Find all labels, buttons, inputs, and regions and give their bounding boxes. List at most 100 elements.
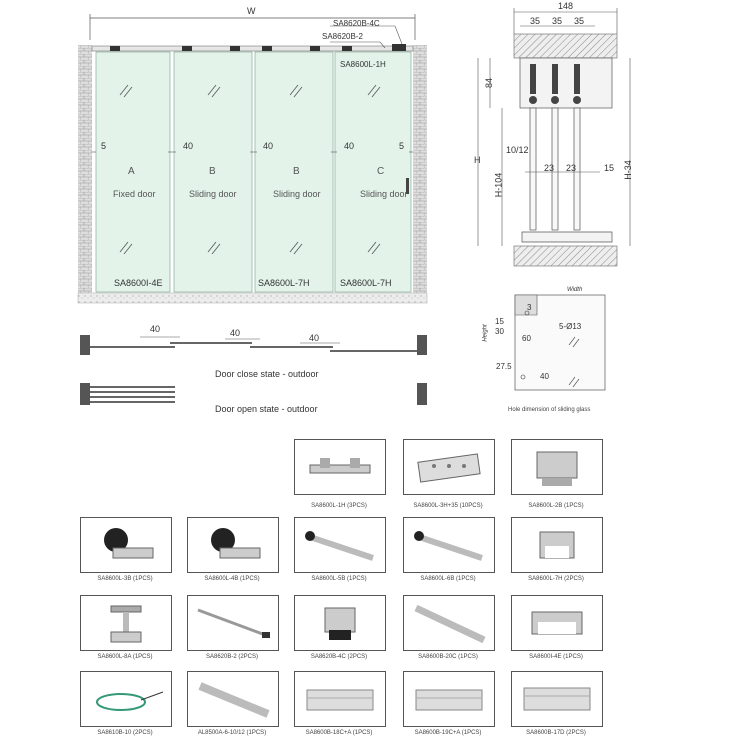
section-gap-3: 15	[604, 163, 615, 173]
panel-b1-letter: B	[209, 166, 216, 177]
panel-b2-type: Sliding door	[273, 189, 321, 199]
gap-left: 5	[101, 141, 107, 151]
section-header-height: 84	[484, 77, 495, 89]
part-caption: SA8600L-1H (3PCS)	[311, 503, 367, 509]
hole-dim-15: 15	[495, 317, 504, 326]
part-card	[294, 439, 386, 495]
part-caption: SA8600L-5B (1PCS)	[311, 576, 367, 582]
section-view: 148 35 35 35 84 H H-104 H-34 10/12 23 23…	[470, 0, 750, 280]
hole-detail: Width Height 3 15 30 60 27.5 40 5-Ø13 Ho…	[482, 285, 615, 420]
panel-a-type: Fixed door	[113, 189, 156, 199]
ceiling-block	[513, 33, 618, 59]
glass-panel-c	[334, 51, 412, 293]
panel-c-type: Sliding door	[360, 189, 408, 199]
panel-a-part: SA8600I-4E	[114, 278, 163, 288]
section-h-104: H-104	[493, 172, 504, 198]
section-spacing-3: 35	[574, 16, 585, 26]
glass-panel-b1	[173, 51, 253, 293]
front-view-drawing	[77, 14, 428, 304]
part-card	[294, 671, 386, 727]
section-spacing-1: 35	[530, 16, 541, 26]
part-caption: SA8600L-2B (1PCS)	[528, 503, 584, 509]
hole-dim-3: 3	[527, 303, 532, 312]
part-card	[187, 517, 279, 573]
panel-c-part: SA8600L-7H	[340, 278, 392, 288]
part-caption: SA8600L-7H (2PCS)	[528, 576, 584, 582]
hole-dim-27-5: 27.5	[496, 362, 512, 371]
part-caption: SA8600L-3H+35 (10PCS)	[413, 503, 483, 509]
part-card	[511, 671, 603, 727]
part-caption: AL8500A-6-10/12 (1PCS)	[197, 730, 267, 736]
floor	[77, 292, 428, 304]
part-caption: SA8600L-8A (1PCS)	[97, 654, 153, 660]
panel-b1-type: Sliding door	[189, 189, 237, 199]
part-card	[403, 439, 495, 495]
hole-detail-drawing	[514, 294, 606, 391]
part-caption: SA8600L-6B (1PCS)	[420, 576, 476, 582]
part-card	[511, 439, 603, 495]
section-h-34: H-34	[622, 160, 633, 180]
section-gap-2: 23	[566, 163, 577, 173]
panel-c-letter: C	[377, 166, 385, 177]
part-caption: SA8600B-19C+A (1PCS)	[414, 730, 482, 736]
hole-height: Height	[482, 324, 489, 342]
parts-grid: SA8600L-1H (3PCS) SA8600L-3H+35 (10PCS) …	[0, 430, 750, 750]
part-card	[187, 671, 279, 727]
track-label: SA8600L-1H	[340, 60, 386, 69]
hole-dim-60: 60	[522, 334, 531, 343]
glass-panel-a	[95, 51, 171, 293]
right-wall	[413, 45, 427, 303]
part-card	[511, 595, 603, 651]
section-gap-1: 23	[544, 163, 555, 173]
hole-width: Width	[567, 287, 583, 293]
plan-gap-2: 40	[230, 328, 241, 338]
part-caption: SA8600B-20C (1PCS)	[418, 654, 478, 660]
hole-dim-40: 40	[540, 372, 549, 381]
part-card	[294, 517, 386, 573]
part-caption: SA8600I-4E (1PCS)	[529, 654, 583, 660]
floor-block	[513, 245, 618, 267]
plan-closed-drawing	[80, 335, 427, 405]
part-card	[403, 671, 495, 727]
hole-count: 5-Ø13	[559, 322, 582, 331]
plan-gap-1: 40	[150, 324, 161, 334]
gap-ab: 40	[183, 141, 194, 151]
top-label-bar: SA8620B-2	[322, 32, 363, 41]
top-label-stopper: SA8620B-4C	[333, 19, 380, 28]
door-handle	[406, 178, 409, 194]
glass-panel-b2	[254, 51, 334, 293]
panel-a-letter: A	[128, 166, 135, 177]
part-card	[403, 517, 495, 573]
hole-caption: Hole dimension of sliding glass	[508, 407, 591, 413]
section-drawing	[477, 8, 631, 267]
plan-views: 40 40 40 Door close state - outdoor Door…	[0, 315, 440, 420]
plan-closed-label: Door close state - outdoor	[215, 369, 319, 379]
section-spacing-2: 35	[552, 16, 563, 26]
part-caption: SA8600L-4B (1PCS)	[204, 576, 260, 582]
panel-b2-part: SA8600L-7H	[258, 278, 310, 288]
part-caption: SA8620B-2 (2PCS)	[205, 654, 259, 660]
part-caption: SA8600L-3B (1PCS)	[97, 576, 153, 582]
part-caption: SA8620B-4C (2PCS)	[310, 654, 368, 660]
part-card	[511, 517, 603, 573]
panel-b2-letter: B	[293, 166, 300, 177]
left-wall	[78, 45, 92, 303]
part-card	[403, 595, 495, 651]
front-view: W SA8620B-4C SA8620B-2 SA8600L-1H 5 40 4…	[0, 0, 440, 310]
gap-right: 5	[399, 141, 405, 151]
gap-bc: 40	[344, 141, 355, 151]
part-caption: SA8600B-17D (2PCS)	[526, 730, 586, 736]
part-caption: SA8610B-10 (2PCS)	[97, 730, 153, 736]
plan-open-label: Door open state - outdoor	[215, 404, 318, 414]
section-total: 148	[558, 1, 574, 11]
section-height: H	[474, 155, 481, 165]
section-glass: 10/12	[506, 145, 529, 155]
width-label: W	[247, 6, 256, 16]
part-card	[80, 595, 172, 651]
part-card	[294, 595, 386, 651]
plan-gap-3: 40	[309, 333, 320, 343]
part-card	[80, 671, 172, 727]
gap-bb: 40	[263, 141, 274, 151]
part-card	[80, 517, 172, 573]
hole-dim-30: 30	[495, 327, 504, 336]
